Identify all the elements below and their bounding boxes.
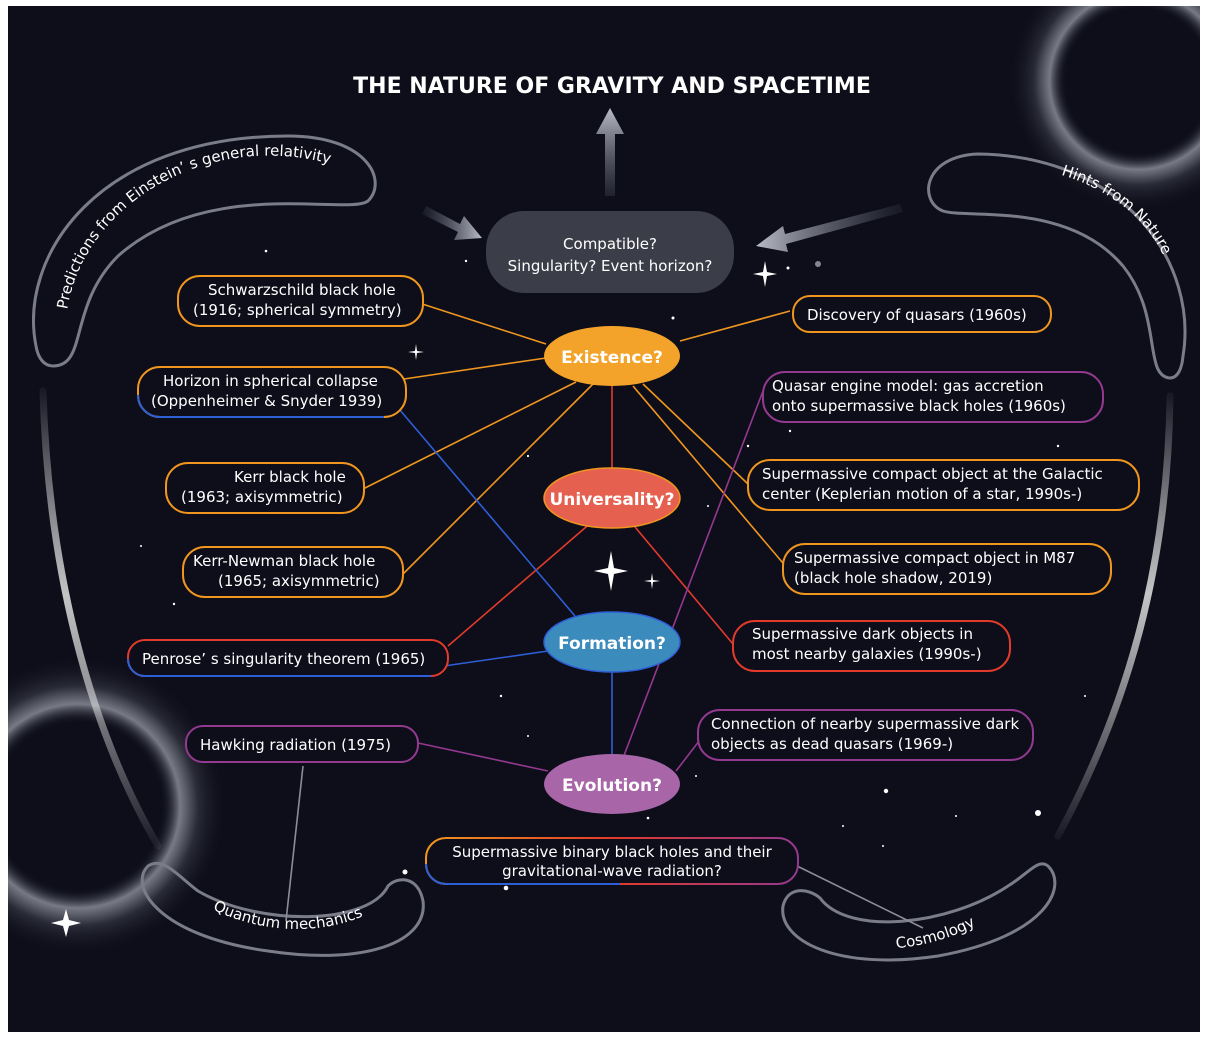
glow-ring-bottom-left	[8, 656, 228, 956]
svg-text:Supermassive compact object at: Supermassive compact object at the Galac…	[762, 465, 1103, 483]
theory-frame	[32, 134, 377, 368]
svg-text:onto supermassive black holes: onto supermassive black holes (1960s)	[772, 397, 1066, 415]
svg-text:(1916; spherical symmetry): (1916; spherical symmetry)	[193, 301, 402, 319]
right-frame-bar	[1054, 392, 1174, 840]
compatibility-line2: Singularity? Event horizon?	[508, 257, 713, 275]
links-blue	[387, 395, 613, 761]
compatibility-box	[486, 211, 734, 293]
svg-text:most nearby galaxies (1990s-): most nearby galaxies (1990s-)	[752, 645, 982, 663]
universality-node	[543, 467, 681, 529]
svg-text:(1963; axisymmetric): (1963; axisymmetric)	[181, 488, 343, 506]
right-box-galactic-center: Supermassive compact object at the Galac…	[747, 459, 1140, 511]
left-frame-bar	[39, 387, 162, 850]
title: THE NATURE OF GRAVITY AND SPACETIME	[353, 74, 871, 99]
left-box-penrose: Penrose’ s singularity theorem (1965)	[127, 639, 449, 677]
right-box-dead-quasars: Connection of nearby supermassive dark o…	[697, 709, 1034, 761]
existence-label: Existence?	[561, 348, 663, 368]
right-box-quasar-engine: Quasar engine model: gas accretion onto …	[762, 371, 1104, 423]
bottom-box-binary: Supermassive binary black holes and thei…	[425, 837, 799, 885]
svg-text:Supermassive dark objects in: Supermassive dark objects in	[752, 625, 973, 643]
svg-text:Hawking radiation (1975): Hawking radiation (1975)	[200, 736, 391, 754]
svg-text:gravitational-wave radiation?: gravitational-wave radiation?	[502, 862, 722, 880]
glow-ring-top-right	[1008, 6, 1200, 211]
left-box-kerr: Kerr black hole (1963; axisymmetric)	[165, 462, 365, 514]
svg-text:Kerr-Newman black hole: Kerr-Newman black hole	[193, 552, 375, 570]
svg-text:(black hole shadow, 2019): (black hole shadow, 2019)	[794, 569, 992, 587]
left-box-oppenheimer: Horizon in spherical collapse (Oppenheim…	[137, 366, 407, 418]
formation-label: Formation?	[558, 634, 666, 654]
up-arrow	[596, 108, 624, 196]
svg-text:Kerr black hole: Kerr black hole	[234, 468, 346, 486]
right-box-nearby-galaxies: Supermassive dark objects in most nearby…	[732, 620, 1011, 672]
cosmology-frame-label: Cosmology	[895, 913, 978, 953]
quantum-frame	[140, 861, 425, 957]
diagram-canvas: Predictions from Einstein’ s general rel…	[8, 6, 1200, 1032]
right-box-m87: Supermassive compact object in M87 (blac…	[782, 543, 1112, 595]
cosmology-frame	[781, 862, 1057, 962]
diagram-svg: Predictions from Einstein’ s general rel…	[8, 6, 1200, 962]
left-box-kerr-newman: Kerr-Newman black hole (1965; axisymmetr…	[182, 546, 404, 598]
svg-text:Supermassive binary black hole: Supermassive binary black holes and thei…	[452, 843, 772, 861]
svg-text:Discovery of quasars (1960s): Discovery of quasars (1960s)	[807, 306, 1027, 324]
svg-text:Penrose’ s singularity theorem: Penrose’ s singularity theorem (1965)	[142, 650, 425, 668]
existence-node	[544, 326, 680, 386]
svg-text:Schwarzschild black hole: Schwarzschild black hole	[208, 281, 396, 299]
left-box-schwarzschild: Schwarzschild black hole (1916; spherica…	[177, 275, 424, 327]
nature-arrow	[756, 204, 903, 252]
right-box-quasars: Discovery of quasars (1960s)	[792, 295, 1052, 333]
svg-text:(1965; axisymmetric): (1965; axisymmetric)	[218, 572, 380, 590]
svg-text:objects as dead quasars (1969-: objects as dead quasars (1969-)	[711, 735, 953, 753]
links-gray	[285, 765, 924, 929]
svg-text:center (Keplerian motion of a: center (Keplerian motion of a star, 1990…	[762, 485, 1082, 503]
theory-arrow	[422, 206, 482, 240]
evolution-node	[544, 754, 680, 814]
svg-text:Supermassive compact object in: Supermassive compact object in M87	[794, 549, 1075, 567]
svg-text:Connection of nearby supermass: Connection of nearby supermassive dark	[711, 715, 1019, 733]
nature-frame	[927, 152, 1187, 380]
sparkle-stars	[51, 261, 777, 937]
links-red	[447, 386, 734, 647]
svg-text:Horizon in spherical collapse: Horizon in spherical collapse	[163, 372, 378, 390]
universality-label: Universality?	[549, 490, 674, 510]
links-orange	[362, 300, 791, 575]
formation-node	[543, 611, 681, 673]
svg-text:(Oppenheimer & Snyder 1939): (Oppenheimer & Snyder 1939)	[151, 392, 382, 410]
evolution-label: Evolution?	[562, 776, 662, 796]
left-box-hawking: Hawking radiation (1975)	[185, 725, 419, 763]
compatibility-line1: Compatible?	[563, 235, 657, 253]
svg-text:Quasar engine model: gas accre: Quasar engine model: gas accretion	[772, 377, 1044, 395]
